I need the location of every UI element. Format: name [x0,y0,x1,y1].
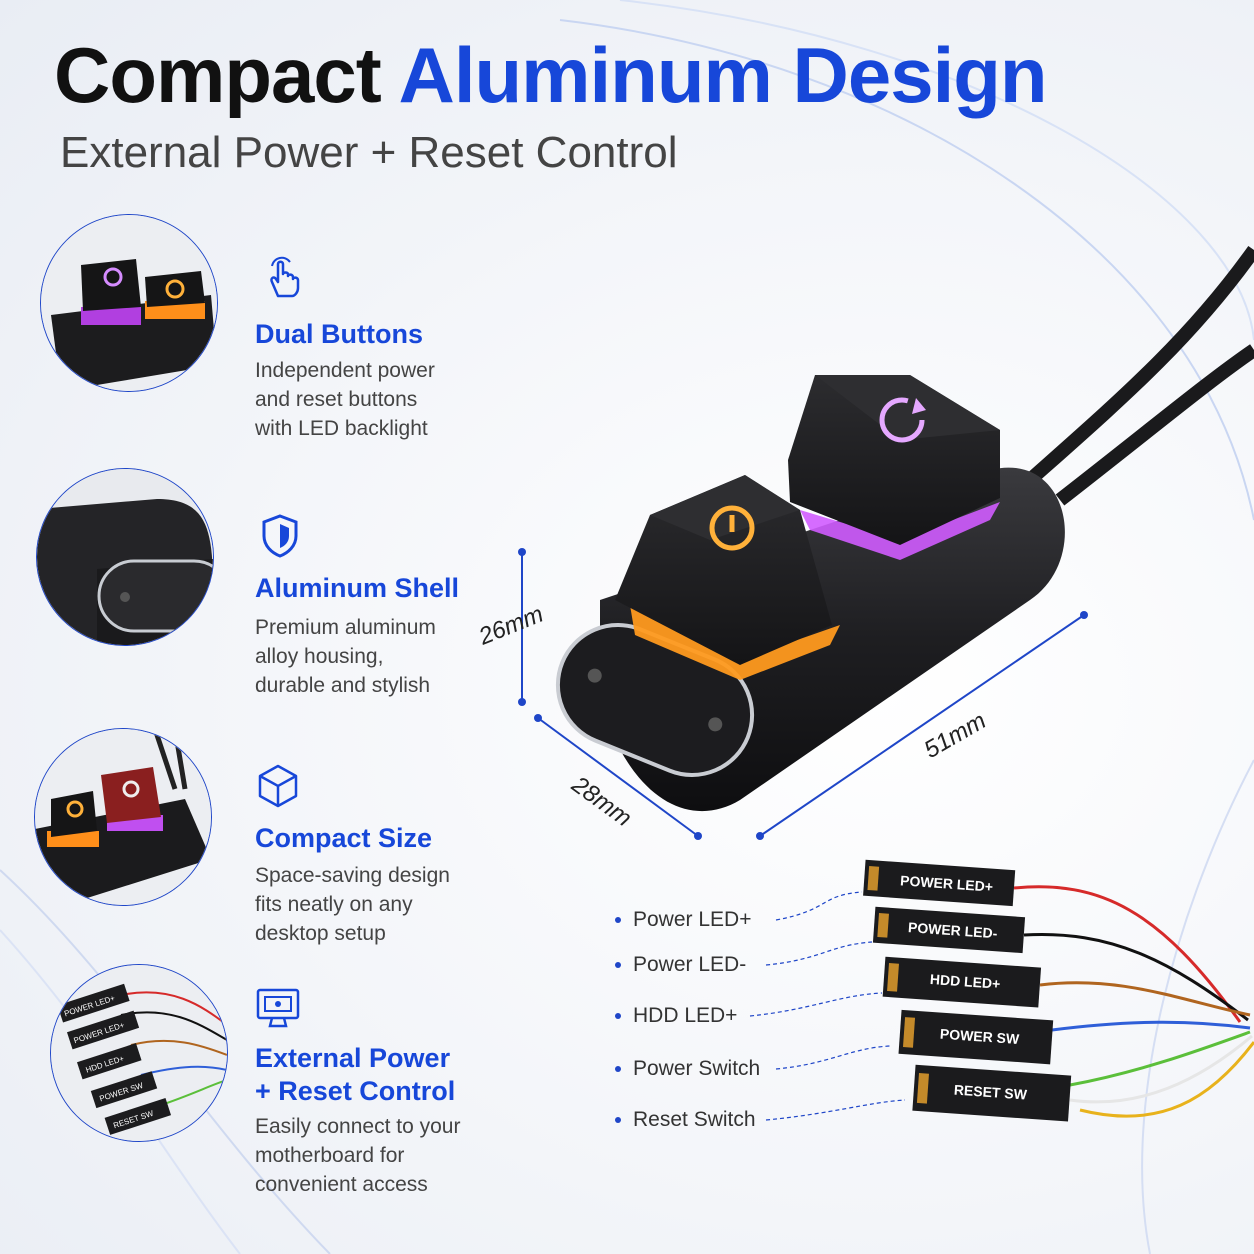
shield-icon [262,514,298,558]
connector-power-sw: POWER SW [939,1026,1020,1048]
dual-buttons-title: Dual Buttons [255,319,423,349]
wire-blue [1051,1020,1251,1032]
aluminum-shell-thumbnail [36,468,214,646]
cable [1055,344,1254,506]
wire-brown [1039,981,1251,1017]
wire-green [1069,1030,1251,1087]
reset-key-glow [800,502,1000,560]
cube-icon [258,764,298,808]
page-title: Compact Aluminum Design [54,30,1048,121]
cable-label-reset-switch: Reset Switch [615,1108,756,1132]
connector-reset-sw: RESET SW [953,1082,1028,1103]
cable-label-power-switch: Power Switch [615,1057,760,1081]
compact-size-title: Compact Size [255,823,433,853]
aluminum-shell-description: Premium aluminum alloy housing, durable … [255,616,436,697]
wire-black [1023,932,1249,1022]
compact-size-description: Space-saving design fits neatly on any d… [255,864,450,945]
cable-label-hdd-led-plus: HDD LED+ [615,1004,737,1028]
compact-size-thumbnail [34,728,212,906]
external-power-title: External Power + Reset Control [255,1043,456,1106]
monitor-icon [256,988,300,1028]
connector-power-led-plus: POWER LED+ [900,872,994,894]
wire-yellow [1079,1041,1254,1118]
connector-power-led-minus: POWER LED- [908,919,999,941]
wire-white [1069,1034,1253,1104]
power-icon [709,505,755,551]
header-connectors: POWER LED+ POWER LED- HDD LED+ POWER SW … [749,859,1254,1122]
title-part-1: Compact [54,31,382,119]
title-part-2: Aluminum Design [398,31,1048,119]
cable-label-power-led-minus: Power LED- [615,953,746,977]
page-subtitle: External Power + Reset Control [60,128,678,177]
connector-hdd-led-plus: HDD LED+ [929,971,1000,992]
length-dimension-line [759,614,1085,837]
aluminum-shell-title: Aluminum Shell [255,573,460,603]
depth-dimension-line [537,717,699,837]
dual-buttons-thumbnail [40,214,218,392]
reset-icon [879,397,926,443]
power-key-glow [630,605,840,680]
cable [1025,245,1254,486]
external-power-description: Easily connect to your motherboard for c… [255,1115,461,1196]
hand-pointer-icon [270,256,300,298]
product-device [518,245,1254,840]
wire-red [1013,885,1242,1023]
cable-label-power-led-plus: Power LED+ [615,908,751,932]
connectors-thumbnail: POWER LED+ POWER LED+ HDD LED+ POWER SW … [50,964,228,1142]
dual-buttons-description: Independent power and reset buttons with… [255,359,435,440]
